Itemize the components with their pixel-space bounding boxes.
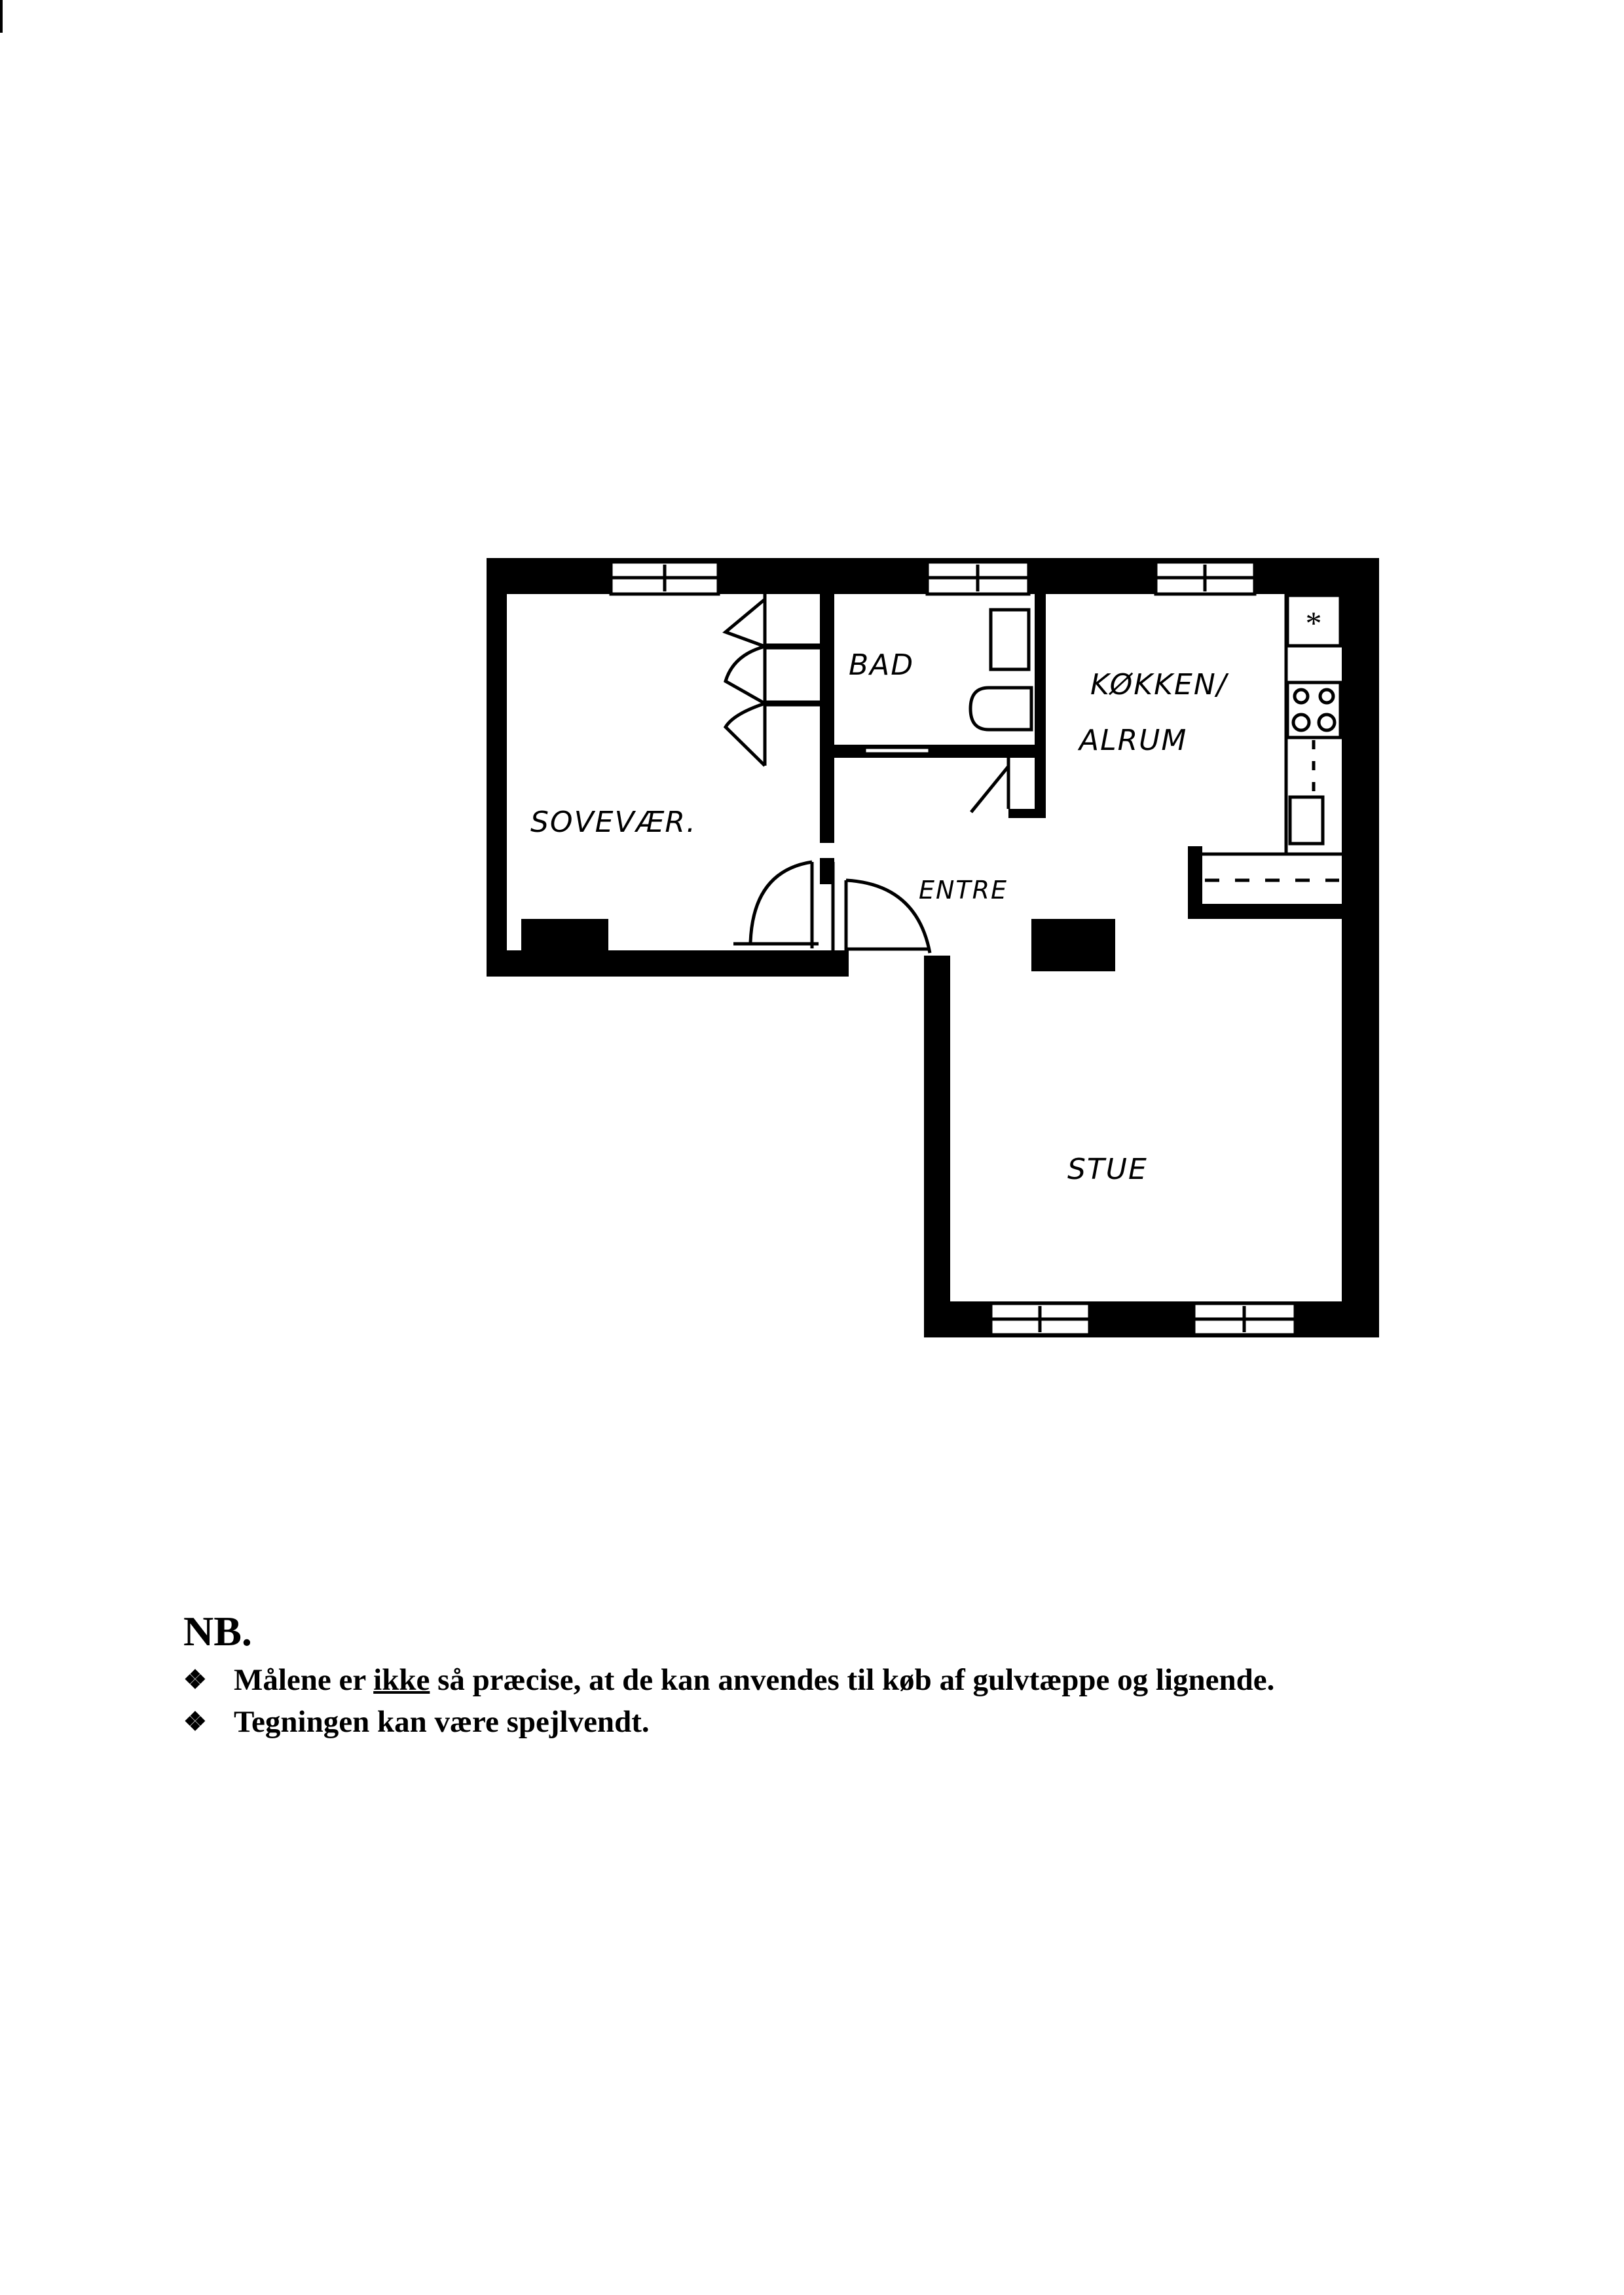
diamond-bullet-icon: ❖: [183, 1665, 207, 1694]
room-label-bathroom: BAD: [849, 648, 914, 682]
note-item: ❖ Tegningen kan være spejlvendt.: [183, 1701, 1274, 1743]
bedroom-door: [733, 860, 819, 948]
note-text: Målene er: [234, 1663, 374, 1697]
walls: [487, 558, 1379, 1337]
toilet-icon: [969, 686, 1033, 732]
room-label-kitchen-alrum: ALRUM: [1077, 724, 1187, 757]
wardrobe: [722, 594, 820, 767]
kitchen-sink-icon: [1288, 795, 1325, 846]
note-item: ❖ Målene er ikke så præcise, at de kan a…: [183, 1659, 1274, 1701]
wall-bedroom-bottom: [487, 950, 849, 977]
column-block: [1031, 919, 1115, 971]
room-label-living: STUE: [1067, 1153, 1148, 1186]
window-kitchen: [1154, 560, 1257, 596]
wall-right: [1342, 558, 1379, 1337]
wall-bath-corner: [1008, 809, 1046, 818]
wall-bedroom-partition-stub: [820, 858, 834, 884]
wall-bath-bottom: [820, 745, 1046, 758]
room-label-entry: ENTRE: [919, 876, 1008, 905]
notes-section: NB. ❖ Målene er ikke så præcise, at de k…: [183, 1608, 1274, 1743]
windows: [609, 560, 1297, 1337]
star-icon: *: [1306, 605, 1322, 641]
room-label-kitchen: KØKKEN/: [1090, 668, 1229, 701]
bath-sink-icon: [989, 608, 1031, 671]
wall-bath-right: [1035, 594, 1046, 818]
note-text: så præcise, at de kan anvendes til køb a…: [430, 1663, 1275, 1697]
fixtures: *: [722, 593, 1342, 954]
notes-heading: NB.: [183, 1608, 252, 1654]
scan-edge-mark: [0, 0, 3, 33]
bath-door-swing: [970, 765, 1010, 813]
window-bedroom: [609, 560, 720, 596]
room-label-bedroom: SOVEVÆR.: [530, 806, 697, 839]
note-text: Tegningen kan være spejlvendt.: [234, 1705, 650, 1739]
wall-bedroom-partition: [820, 594, 834, 843]
note-emphasis: ikke: [373, 1663, 430, 1697]
fridge-box: [1285, 593, 1342, 648]
wall-living-left: [924, 956, 950, 1337]
entry-door: [831, 862, 932, 954]
bath-vent: [862, 745, 932, 756]
kitchen-counter: *: [1202, 593, 1342, 882]
bedroom-block: [521, 919, 608, 950]
wall-kitchen-vertical: [1188, 846, 1202, 919]
diamond-bullet-icon: ❖: [183, 1707, 207, 1736]
window-living-left: [989, 1301, 1092, 1337]
wall-kitchen-horizontal: [1188, 904, 1342, 919]
window-living-right: [1192, 1301, 1297, 1337]
wall-left: [487, 558, 507, 977]
window-bath: [925, 560, 1031, 596]
stove-icon: [1285, 681, 1342, 739]
